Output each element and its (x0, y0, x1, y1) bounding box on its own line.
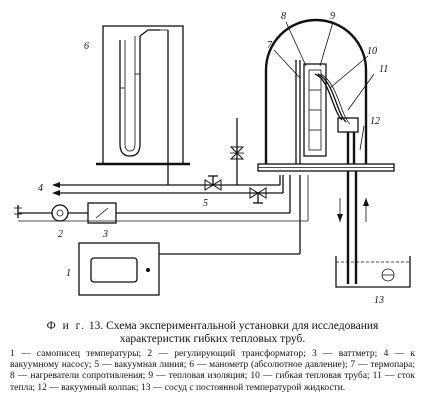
manometer (96, 25, 190, 166)
temperature-recorder (78, 175, 301, 296)
leader-lines (273, 21, 375, 151)
label-8: 8 (281, 11, 286, 22)
label-12: 12 (370, 116, 380, 127)
caption-title-text: 13. Схема экспериментальной установки дл… (88, 320, 379, 345)
caption-legend: 1 — самописец температуры; 2 — регулирую… (10, 349, 415, 393)
heat-pipe-assembly (295, 60, 359, 164)
label-9: 9 (330, 11, 335, 22)
figure-caption: Ф и г. 13. Схема экспериментальной устан… (10, 320, 415, 394)
label-13: 13 (374, 295, 384, 306)
label-4: 4 (38, 183, 43, 194)
liquid-vessel (335, 256, 411, 288)
label-5: 5 (203, 198, 208, 209)
caption-title: Ф и г. 13. Схема экспериментальной устан… (10, 320, 415, 346)
power-line (14, 175, 309, 224)
schematic-svg: 1 2 3 4 5 6 7 8 9 10 11 12 13 (14, 11, 411, 306)
label-11: 11 (379, 64, 388, 75)
label-2: 2 (58, 229, 63, 240)
coolant-lines (337, 171, 369, 284)
label-10: 10 (367, 46, 377, 57)
label-6: 6 (84, 41, 89, 52)
vacuum-bell (257, 18, 395, 172)
label-3: 3 (102, 229, 108, 240)
schematic-figure: 1 2 3 4 5 6 7 8 9 10 11 12 13 (14, 11, 411, 306)
label-1: 1 (66, 268, 71, 279)
caption-lead: Ф и г. (46, 320, 86, 332)
label-7: 7 (267, 40, 273, 51)
vacuum-line (52, 118, 284, 204)
